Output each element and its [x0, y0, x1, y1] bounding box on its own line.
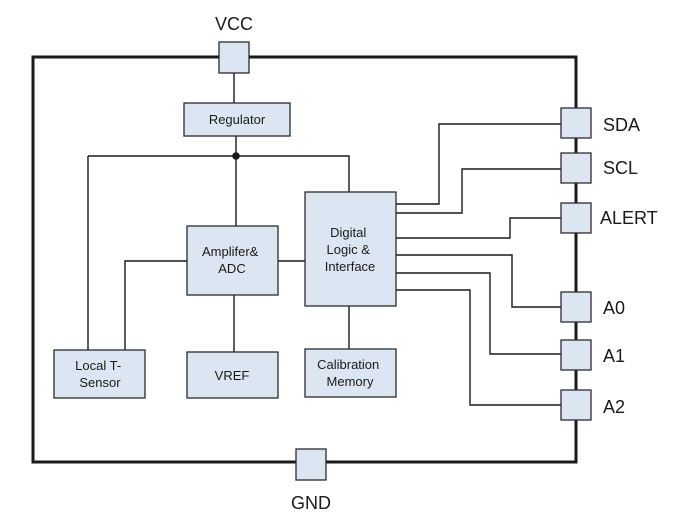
regulator-label: Regulator — [209, 112, 266, 127]
pin-label-a2: A2 — [603, 397, 625, 417]
vref-block: VREF — [186, 351, 279, 399]
calibration-memory-block: Calibration Memory — [304, 348, 397, 398]
digital-logic-label-line2: Logic & — [327, 242, 371, 257]
pin-label-vcc: VCC — [215, 14, 253, 34]
svg-text:VREF: VREF — [215, 368, 250, 383]
wire-sda — [396, 123, 561, 205]
pin-sda — [560, 107, 592, 139]
pin-scl — [560, 152, 592, 184]
calibration-label-line1: Calibration — [317, 357, 379, 372]
amplifier-adc-block: Amplifer& ADC — [186, 225, 279, 296]
pin-label-scl: SCL — [603, 158, 638, 178]
svg-text:Calibration Memory: Calibration Memory — [317, 357, 383, 389]
digital-logic-label-line1: Digital — [330, 225, 366, 240]
pin-a0 — [560, 291, 592, 323]
pin-label-sda: SDA — [603, 115, 640, 135]
pin-gnd — [295, 448, 327, 481]
pin-label-gnd: GND — [291, 493, 331, 513]
local-sensor-label-line1: Local T- — [75, 358, 121, 373]
wire-scl — [396, 168, 561, 214]
pin-label-alert: ALERT — [600, 208, 658, 228]
local-sensor-block: Local T- Sensor — [53, 349, 146, 399]
amplifier-adc-label-line1: Amplifer& — [202, 244, 259, 259]
amplifier-adc-label-line2: ADC — [218, 261, 245, 276]
wire-a0 — [396, 254, 561, 308]
regulator-block: Regulator — [183, 102, 291, 137]
pin-a1 — [560, 339, 592, 371]
svg-text:Amplifer& ADC: Amplifer& ADC — [202, 244, 262, 276]
wire-sensor-adc — [124, 260, 187, 350]
pin-alert — [560, 202, 592, 234]
wires — [87, 73, 561, 406]
wire-alert — [396, 217, 561, 239]
pin-vcc — [218, 41, 250, 74]
svg-text:Digital Logic & In: Digital Logic & Interface — [325, 225, 376, 274]
pin-label-a1: A1 — [603, 346, 625, 366]
svg-text:Regulator: Regulator — [209, 112, 266, 127]
svg-text:Local T- Sensor: Local T- Sensor — [75, 358, 125, 390]
pin-label-a0: A0 — [603, 298, 625, 318]
digital-logic-block: Digital Logic & Interface — [304, 191, 397, 307]
calibration-label-line2: Memory — [327, 374, 374, 389]
digital-logic-label-line3: Interface — [325, 259, 376, 274]
junction-dot — [232, 152, 240, 160]
local-sensor-label-line2: Sensor — [79, 375, 121, 390]
wire-power-bus — [88, 155, 350, 192]
pin-a2 — [560, 389, 592, 421]
wire-a2 — [396, 289, 561, 406]
wire-a1 — [396, 272, 561, 355]
vref-label: VREF — [215, 368, 250, 383]
